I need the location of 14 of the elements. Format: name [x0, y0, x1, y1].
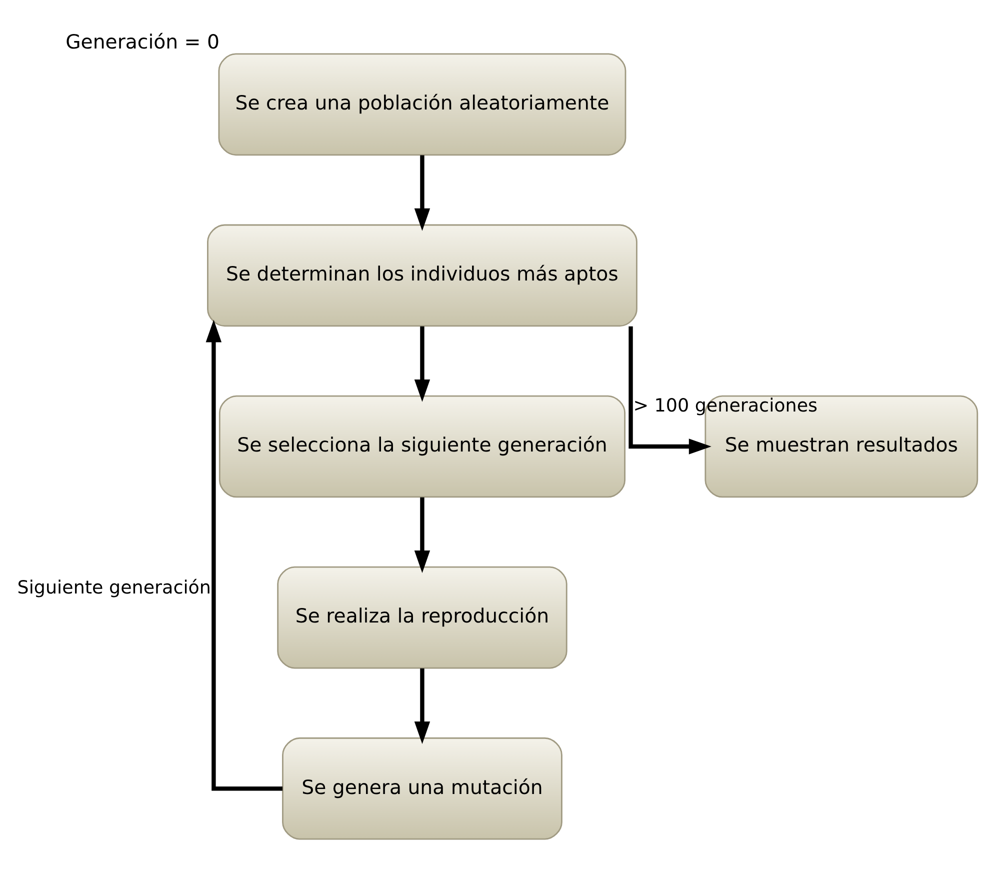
arrow [414, 496, 430, 572]
node-box: Se realiza la reproducción [276, 566, 567, 668]
arrow [414, 326, 430, 402]
arrow [414, 154, 430, 230]
node-box: Se determinan los individuos más aptos [206, 224, 637, 326]
arrow [414, 668, 430, 744]
edge-label: > 100 generaciones [632, 394, 818, 416]
arrow [205, 319, 282, 790]
node-box: Se selecciona la siguiente generación [218, 394, 625, 498]
node-box: Se genera una mutación [282, 736, 562, 840]
node-box: Se crea una población aleatoriamente [218, 52, 626, 156]
node-label: Generación = 0 [65, 30, 219, 54]
arrow [628, 326, 711, 454]
edge-label: Siguiente generación [16, 577, 210, 598]
